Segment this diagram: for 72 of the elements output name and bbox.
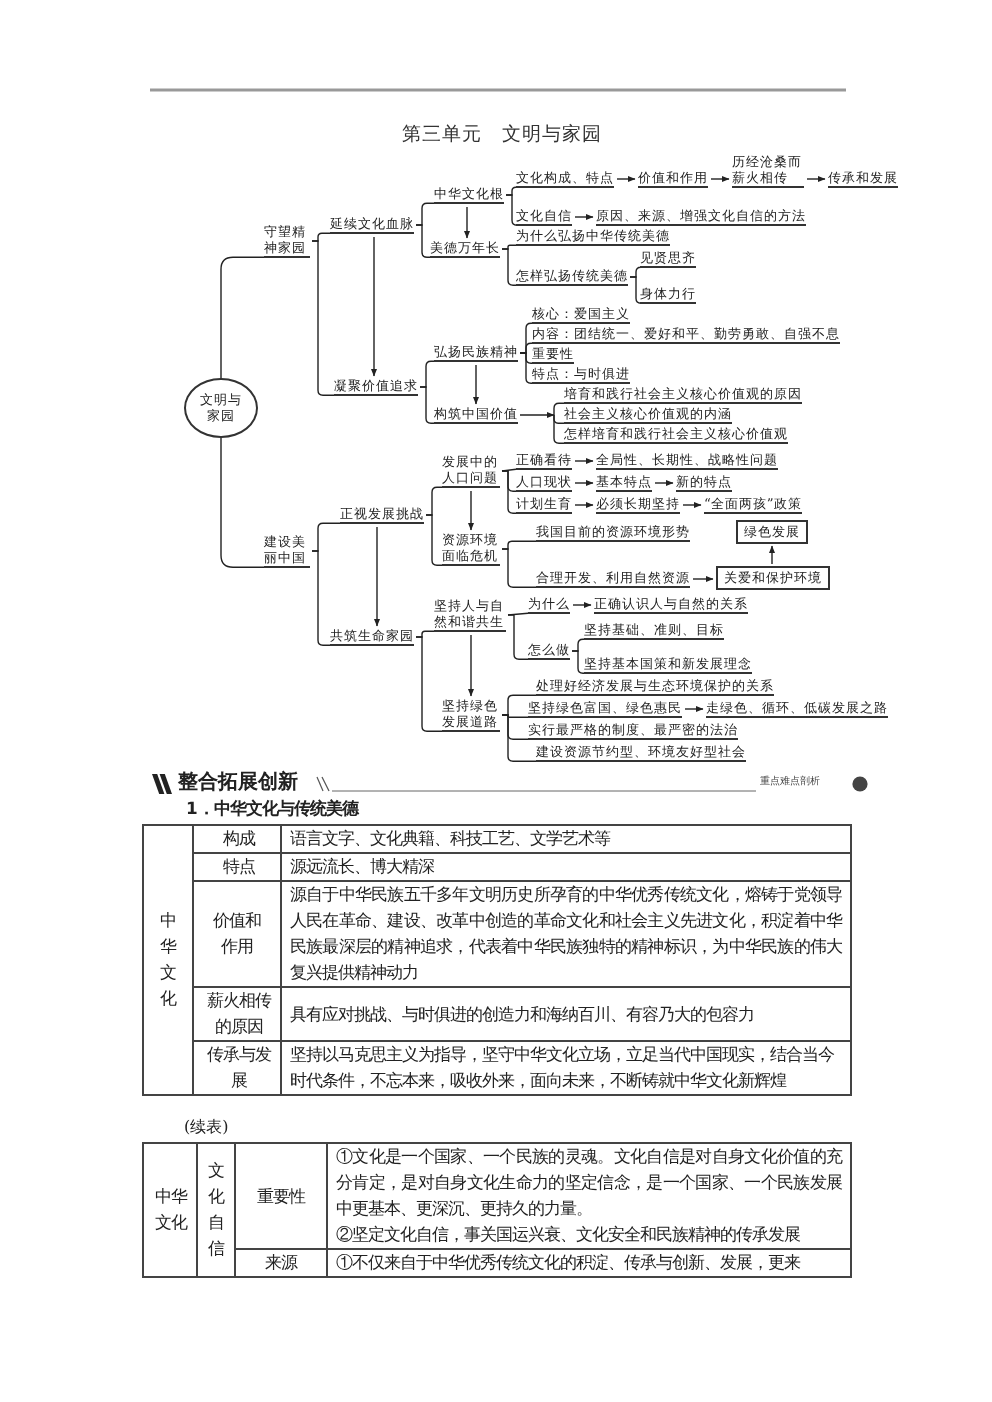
- branch-line: [220, 256, 265, 379]
- group-heading: 中华文化: [153, 1184, 190, 1236]
- arrow: [616, 175, 636, 183]
- bracket-line: [419, 386, 435, 424]
- arrow: [684, 705, 704, 713]
- arrow: [472, 364, 480, 405]
- bracket-line: [571, 650, 585, 674]
- section-heading: 整合拓展创新: [178, 772, 298, 794]
- bracket-line: [629, 266, 642, 278]
- bracket-line: [519, 342, 533, 354]
- row-heading: 特点: [220, 854, 257, 880]
- table-text: ①文化是一个国家、一个民族的灵魂。文化自信是对自身文化价值的充分肯定，是对自身文化生命力的坚定信念，是一个国家、一个民族发展中更基本、更深沉、更持久的力量。: [336, 1144, 842, 1222]
- table-text: ②坚定文化自信，事关国运兴衰、文化安全和民族精神的传承发展: [336, 1222, 802, 1248]
- arrow: [373, 526, 381, 627]
- arrow: [370, 236, 378, 377]
- row-heading: 构成: [220, 826, 258, 852]
- row-heading: 传承与发展: [204, 1042, 274, 1094]
- arrow: [574, 479, 594, 487]
- branch-line: [220, 437, 265, 568]
- bracket-line: [501, 248, 517, 286]
- arrow: [463, 206, 471, 239]
- bracket-line: [501, 694, 537, 716]
- arrow: [768, 545, 776, 565]
- bracket-line: [415, 630, 435, 638]
- arrow: [574, 457, 594, 465]
- bracket-line: [415, 224, 431, 258]
- table-text: 源远流长、博大精深: [290, 854, 436, 880]
- bracket-line: [505, 186, 517, 196]
- bracket-line: [507, 614, 529, 660]
- group-heading: 中华文化: [158, 908, 178, 1012]
- bracket-line: [311, 240, 335, 396]
- group-heading: 文化自信: [206, 1158, 226, 1262]
- bracket-line: [419, 360, 435, 388]
- table-note: (续表): [184, 1118, 229, 1138]
- arrow: [467, 634, 475, 697]
- row-heading: 重要性: [255, 1183, 308, 1209]
- bracket-line: [501, 714, 537, 762]
- bracket-line: [311, 550, 331, 646]
- bracket-line: [311, 522, 341, 552]
- row-heading: 薪火相传的原因: [204, 988, 274, 1040]
- bracket-line: [501, 470, 517, 514]
- bracket-line: [519, 352, 533, 384]
- subsection-heading: 1．中华文化与传统美德: [186, 798, 358, 818]
- arrow: [682, 501, 702, 509]
- bracket-line: [501, 540, 537, 550]
- arrow: [574, 213, 594, 221]
- arrow: [574, 501, 594, 509]
- bracket-line: [425, 486, 443, 516]
- table-text: ①不仅来自于中华优秀传统文化的积淀、传承与创新、发展，更来: [336, 1250, 802, 1276]
- bracket-line: [501, 244, 517, 250]
- bracket-line: [505, 194, 518, 226]
- arrow: [654, 479, 674, 487]
- page-title: 第三单元 文明与家园: [402, 124, 602, 146]
- arrow: [572, 601, 592, 609]
- arrow: [467, 490, 475, 531]
- arrow: [519, 411, 555, 419]
- table-text: 源自于中华民族五千多年文明历史所孕育的中华优秀传统文化，熔铸于党领导人民在革命、建设、改革中创造的革命文化和社会主义先进文化，积淀着中华民族最深层的精神追求，代表着中华民族独特的精神标识，为中华民族的伟大复兴提供精神动力: [290, 882, 842, 986]
- row-heading: 价值和作用: [211, 908, 263, 960]
- bracket-line: [553, 402, 565, 416]
- row-heading: 来源: [263, 1250, 300, 1276]
- bracket-line: [571, 638, 585, 652]
- table-text: 具有应对挑战、与时俱进的创造力和海纳百川、有容乃大的包容力: [290, 1001, 756, 1027]
- bracket-line: [311, 232, 331, 242]
- bracket-line: [629, 276, 642, 304]
- bracket-line: [553, 414, 565, 444]
- table-text: 坚持以马克思主义为指导，坚守中华文化立场，立足当代中国现实，结合当今时代条件，不忘本来，吸收外来，面向未来，不断铸就中华文化新辉煌: [290, 1042, 836, 1094]
- table-text: 语言文字、文化典籍、科技工艺、文学艺术等: [290, 826, 613, 852]
- arrow: [710, 175, 730, 183]
- arrow: [692, 575, 714, 583]
- arrow: [806, 175, 826, 183]
- bracket-line: [501, 548, 537, 588]
- bracket-line: [415, 202, 435, 226]
